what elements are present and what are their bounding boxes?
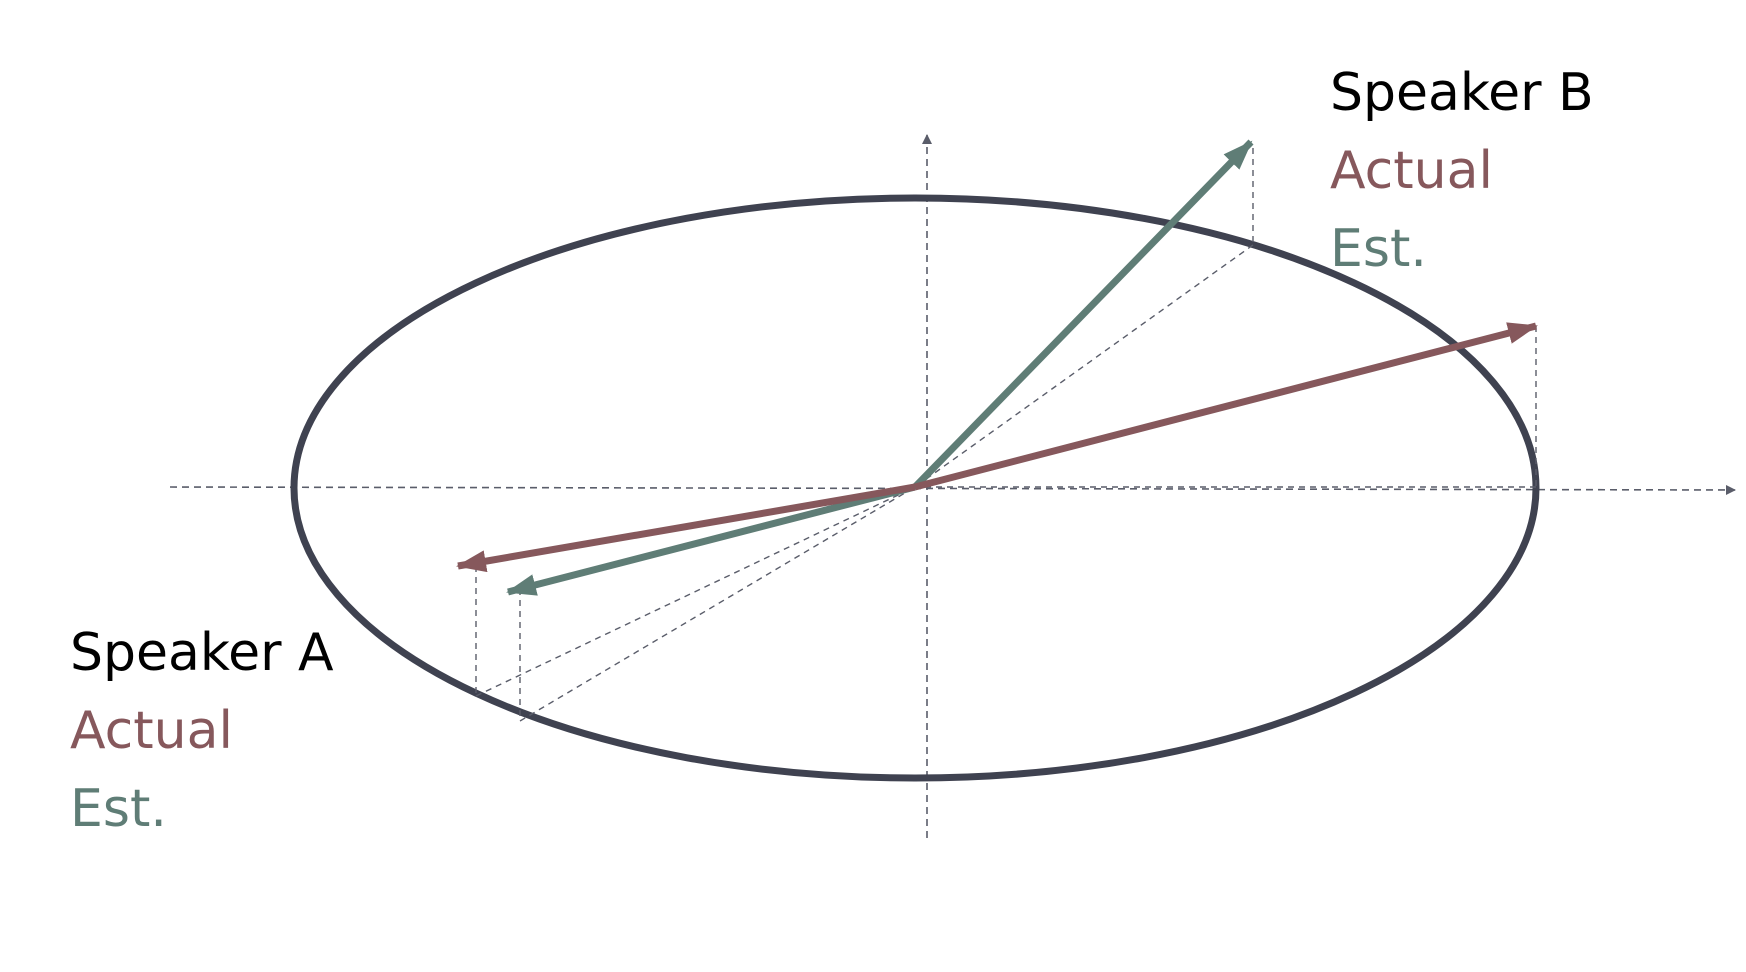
speaker-b-name: Speaker B bbox=[1330, 63, 1594, 123]
speaker-a-name: Speaker A bbox=[70, 623, 334, 683]
speaker-a-actual-arrow bbox=[456, 483, 916, 573]
x-axis bbox=[169, 484, 1736, 495]
speaker-a-legend: Speaker A Actual Est. bbox=[70, 614, 334, 848]
speaker-b-actual-label: Actual bbox=[1330, 141, 1493, 201]
speaker-a-estimate-arrow bbox=[506, 483, 916, 596]
speaker-a-estimate-label: Est. bbox=[70, 779, 167, 839]
guide-a-actual-projection bbox=[475, 486, 916, 697]
boundary-ellipse bbox=[290, 194, 1540, 782]
speaker-b-estimate-arrow bbox=[912, 139, 1254, 490]
guide-b-est-projection bbox=[914, 244, 1254, 488]
projection-guides bbox=[475, 148, 1537, 722]
speaker-a-actual-label: Actual bbox=[70, 701, 233, 761]
speaker-b-estimate-label: Est. bbox=[1330, 219, 1427, 279]
speaker-b-legend: Speaker B Actual Est. bbox=[1330, 54, 1594, 288]
speaker-b-actual-arrow bbox=[914, 322, 1538, 491]
